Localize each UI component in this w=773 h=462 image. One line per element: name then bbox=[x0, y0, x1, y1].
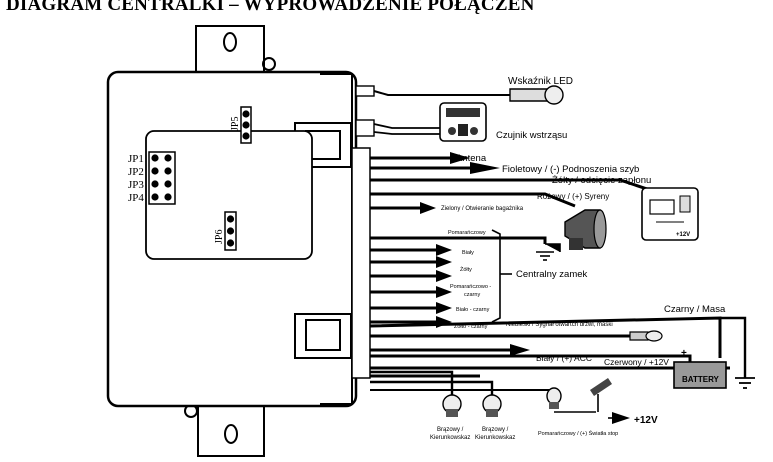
violet-arrow bbox=[470, 162, 500, 174]
orange-label: Pomarańczowy bbox=[448, 230, 486, 236]
connector-bottom-inner bbox=[305, 319, 341, 351]
battery-icon: BATTERY + - bbox=[673, 345, 727, 389]
brake-pedal-icon bbox=[590, 378, 612, 412]
svg-text:+: + bbox=[681, 348, 687, 359]
acc-arrow bbox=[510, 344, 530, 356]
orange-black-label-1: Pomarańczowo - bbox=[450, 284, 491, 290]
brown1-label-1: Brązowy / bbox=[437, 427, 464, 433]
central-lock-bracket bbox=[491, 229, 501, 323]
svg-text:JP6: JP6 bbox=[214, 230, 225, 244]
top-bracket bbox=[195, 25, 265, 73]
acc-label: Biały / (+) ACC bbox=[536, 353, 592, 363]
jumper-board bbox=[145, 130, 313, 260]
green-label: Zielony / Otwieranie bagażnika bbox=[441, 206, 524, 212]
yellow-label: Żółty bbox=[460, 266, 472, 273]
violet-label: Fioletowy / (-) Podnoszenia szyb bbox=[502, 164, 639, 175]
bottom-bracket bbox=[197, 403, 265, 457]
svg-text:JP1: JP1 bbox=[128, 153, 144, 165]
red-label: Czerwony / +12V bbox=[604, 357, 669, 367]
bottom-bracket-hole bbox=[224, 424, 238, 444]
door-switch bbox=[629, 330, 663, 342]
antenna-label: Antena bbox=[456, 153, 487, 164]
svg-text:JP5: JP5 bbox=[230, 117, 241, 131]
stop-lamp bbox=[546, 387, 562, 409]
ignition-relay: +12V bbox=[641, 187, 699, 241]
wire-plug bbox=[351, 147, 371, 379]
siren-ground-icon bbox=[536, 243, 561, 261]
led-indicator bbox=[509, 85, 564, 105]
led-label: Wskaźnik LED bbox=[508, 76, 573, 87]
brown1-label-2: Kierunkowskaz bbox=[430, 435, 470, 441]
svg-text:JP4: JP4 bbox=[128, 192, 144, 204]
yellow-ign-label: Żółty / odcięcie zapłonu bbox=[552, 175, 651, 186]
jumpers-jp1-jp4: JP1 JP2 JP3 JP4 bbox=[128, 151, 176, 205]
orange-black-label-2: czarny bbox=[464, 292, 480, 298]
blue-label: Niebieski / Sygnał otwartch drzwi, maski bbox=[506, 322, 613, 328]
white-label: Biały bbox=[462, 250, 474, 256]
top-bracket-hole bbox=[223, 32, 237, 52]
yellow-black-label: Żółto - czarny bbox=[454, 323, 488, 330]
black-label: Czarny / Masa bbox=[664, 304, 726, 315]
svg-text:JP2: JP2 bbox=[128, 166, 144, 178]
top-screw bbox=[262, 57, 276, 71]
stop-label: Pomarańczowy / (+) Światła stop bbox=[538, 429, 618, 437]
shock-label: Czujnik wstrząsu bbox=[496, 130, 567, 141]
wire-arrows bbox=[420, 152, 630, 424]
siren-icon bbox=[564, 209, 607, 250]
brown2-label-1: Brązowy / bbox=[482, 427, 509, 433]
jumper-jp5: JP5 bbox=[230, 106, 252, 144]
svg-text:-: - bbox=[718, 345, 722, 359]
page-title: DIAGRAM CENTRALKI – WYPROWADZENIE POŁĄCZ… bbox=[6, 0, 535, 15]
turn-lamp-2 bbox=[482, 394, 502, 417]
svg-text:BATTERY: BATTERY bbox=[682, 375, 720, 384]
brown2-label-2: Kierunkowskaz bbox=[475, 435, 515, 441]
pink-label: Różowy / (+) Syreny bbox=[537, 192, 609, 201]
svg-text:+12V: +12V bbox=[676, 232, 690, 238]
white-black-label: Biało - czarny bbox=[456, 307, 490, 313]
shock-sensor bbox=[439, 102, 487, 142]
turn-lamp-1 bbox=[442, 394, 462, 417]
jumper-jp6: JP6 bbox=[214, 211, 237, 251]
plus12-label: +12V bbox=[634, 415, 658, 426]
svg-text:JP3: JP3 bbox=[128, 179, 144, 191]
main-ground-icon bbox=[735, 377, 755, 389]
central-lock-label: Centralny zamek bbox=[516, 269, 588, 280]
wire-harness bbox=[355, 85, 747, 419]
